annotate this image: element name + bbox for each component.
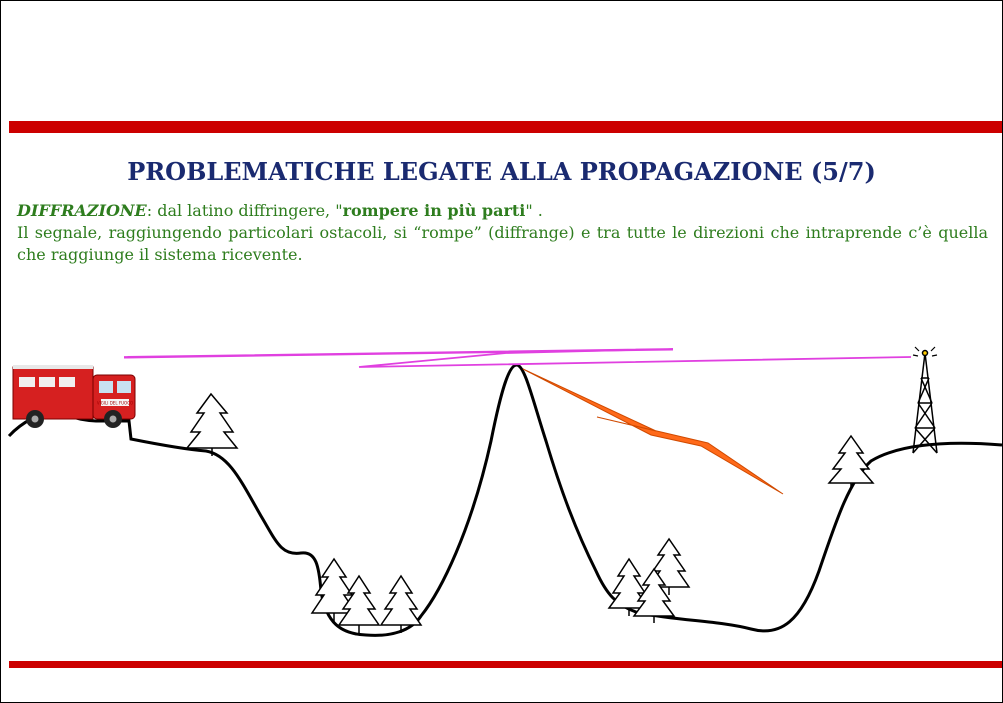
definition-term: DIFFRAZIONE xyxy=(17,201,147,220)
fire-truck-icon: VIGILI DEL FUOCO xyxy=(12,365,136,428)
truck-label: VIGILI DEL FUOCO xyxy=(97,401,133,406)
diffraction-illustration: VIGILI DEL FUOCO xyxy=(7,346,1002,637)
diffracted-signal xyxy=(522,368,784,495)
definition-closing: " . xyxy=(525,201,543,220)
pine-tree-icon xyxy=(310,557,358,623)
pine-tree-icon xyxy=(337,574,381,633)
terrain-profile xyxy=(7,363,1002,637)
definition-emphasis: rompere in più parti xyxy=(342,201,526,220)
bottom-red-bar xyxy=(9,661,1002,668)
direct-signal xyxy=(123,348,912,368)
definition-separator: : dal latino diffringere, " xyxy=(146,201,343,220)
slide-body: DIFFRAZIONE: dal latino diffringere, "ro… xyxy=(17,200,988,266)
pine-tree-icon xyxy=(827,434,875,489)
explanation-paragraph: Il segnale, raggiungendo particolari ost… xyxy=(17,223,988,264)
top-red-bar xyxy=(9,121,1002,133)
slide-title: PROBLEMATICHE LEGATE ALLA PROPAGAZIONE (… xyxy=(127,157,876,186)
definition-line: DIFFRAZIONE: dal latino diffringere, "ro… xyxy=(17,200,988,222)
pine-tree-icon xyxy=(632,567,676,623)
radio-tower-icon xyxy=(912,346,938,454)
pine-tree-icon xyxy=(607,557,651,616)
pine-tree-icon xyxy=(379,574,423,633)
pine-tree-icon xyxy=(185,392,239,456)
